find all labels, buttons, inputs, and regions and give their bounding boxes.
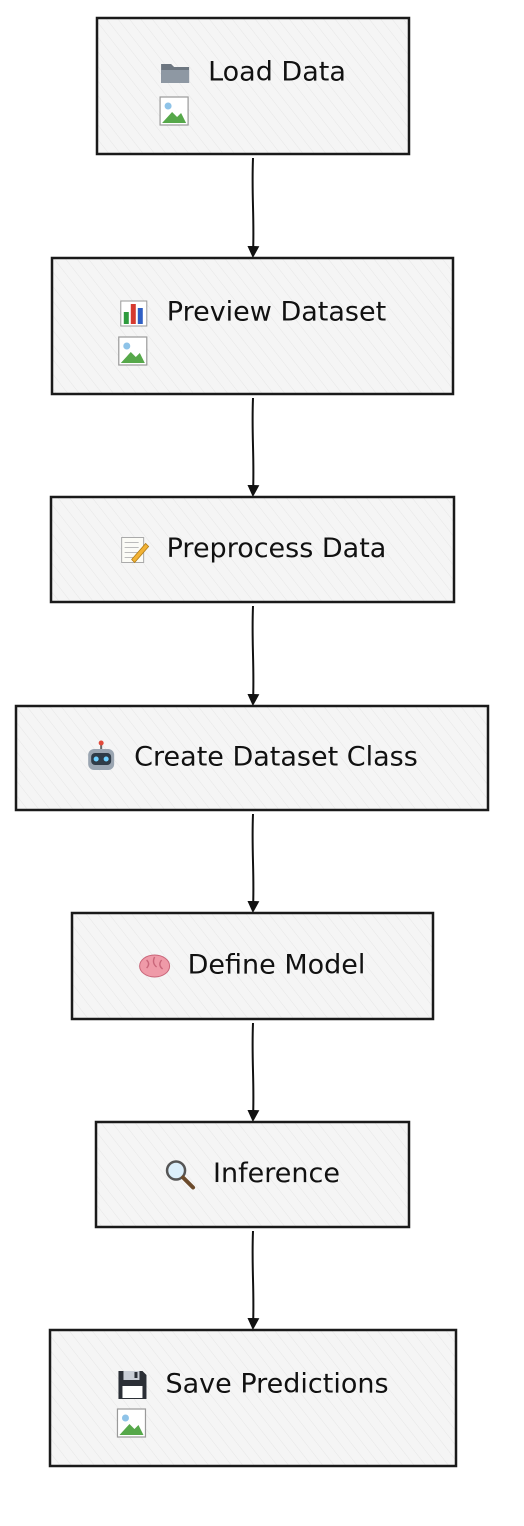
flow-node-model[interactable]: Define Model — [70, 911, 435, 1021]
flow-edge-load-to-preview — [247, 157, 260, 258]
flow-node-box — [49, 495, 456, 604]
image-placeholder-icon — [159, 96, 189, 126]
robot-icon — [88, 740, 115, 770]
flow-node-preview[interactable]: Preview Dataset — [50, 256, 455, 396]
floppy-disk-icon — [118, 1371, 147, 1399]
flow-node-load[interactable]: Load Data — [95, 16, 411, 156]
flow-edge-model-to-inference — [247, 1022, 260, 1122]
image-placeholder-icon — [116, 1408, 147, 1438]
flow-node-box — [70, 911, 435, 1021]
flow-edge-preprocess-to-dataset-class — [247, 605, 260, 706]
flow-node-box — [95, 16, 411, 156]
memo-icon — [121, 537, 150, 564]
flow-node-box — [50, 256, 455, 396]
flow-node-label: Inference — [213, 1158, 340, 1189]
flow-node-label: Load Data — [208, 57, 346, 88]
flow-node-label: Create Dataset Class — [134, 742, 418, 773]
flow-node-label: Preview Dataset — [167, 297, 386, 328]
flow-node-box — [94, 1120, 411, 1229]
flow-node-label: Save Predictions — [165, 1369, 388, 1400]
image-placeholder-icon — [118, 336, 148, 366]
magnifier-icon — [165, 1160, 196, 1190]
flow-node-inference[interactable]: Inference — [94, 1120, 411, 1229]
flow-node-dataset-class[interactable]: Create Dataset Class — [14, 704, 490, 812]
flow-edge-dataset-class-to-model — [247, 813, 260, 913]
folder-icon — [161, 64, 190, 83]
flow-edge-preview-to-preprocess — [247, 397, 260, 497]
flow-edge-inference-to-save — [247, 1230, 260, 1330]
flow-node-label: Define Model — [188, 950, 366, 981]
flow-node-label: Preprocess Data — [167, 533, 387, 564]
flow-node-box — [48, 1328, 458, 1468]
flow-node-save[interactable]: Save Predictions — [48, 1328, 458, 1468]
flow-node-preprocess[interactable]: Preprocess Data — [49, 495, 456, 604]
brain-icon — [139, 954, 171, 978]
bar-chart-icon — [120, 300, 148, 327]
